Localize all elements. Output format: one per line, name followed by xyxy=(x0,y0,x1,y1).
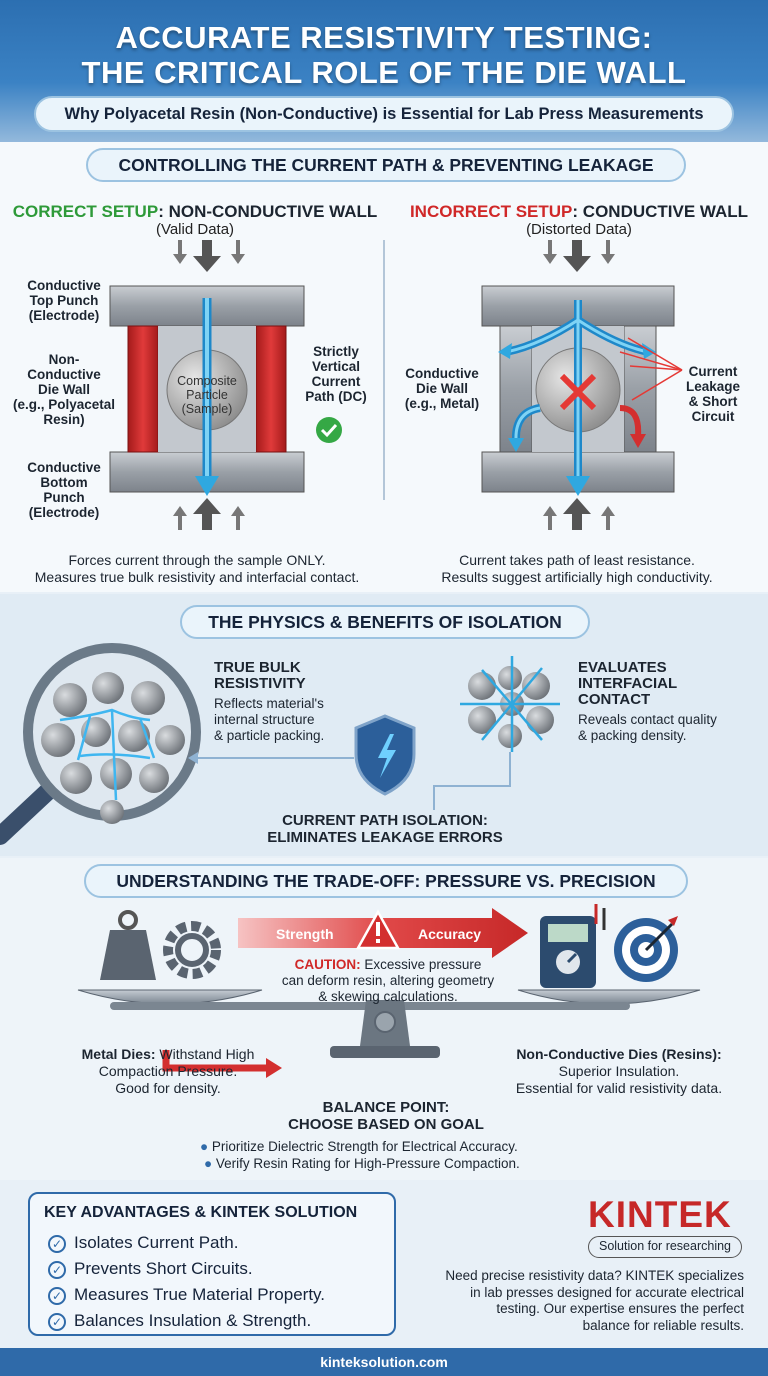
tradeoff-scale xyxy=(77,904,701,1078)
section2-heading: THE PHYSICS & BENEFITS OF ISOLATION xyxy=(180,605,590,639)
bullet-item: ● Verify Resin Rating for High-Pressure … xyxy=(204,1156,520,1171)
shield-icon xyxy=(354,714,416,796)
correct-die-diagram xyxy=(109,240,342,530)
incorrect-caption: Current takes path of least resistance.R… xyxy=(441,552,713,585)
multimeter-icon xyxy=(540,904,606,988)
incorrect-setup-title: INCORRECT SETUP: CONDUCTIVE WALL xyxy=(409,202,749,221)
check-icon: ✓ xyxy=(48,1286,66,1305)
particle-contact-icon xyxy=(460,656,560,752)
check-icon: ✓ xyxy=(48,1312,66,1331)
isolation-illustrations xyxy=(0,643,560,845)
label-top-punch: Conductive Top Punch (Electrode) xyxy=(27,278,101,323)
kintek-logo: KINTEK xyxy=(588,1194,732,1235)
weight-icon xyxy=(100,910,156,980)
page-subtitle: Why Polyacetal Resin (Non-Conductive) is… xyxy=(34,96,734,132)
page-title-line2: THE CRITICAL ROLE OF THE DIE WALL xyxy=(81,55,687,90)
label-nonconductive-wall: Non- Conductive Die Wall (e.g., Polyacet… xyxy=(12,352,116,427)
label-sample: Composite Particle (Sample) xyxy=(177,374,237,416)
die-diagrams xyxy=(109,240,683,530)
correct-setup-title: CORRECT SETUP: NON-CONDUCTIVE WALL xyxy=(12,202,378,221)
advantage-item: ✓Balances Insulation & Strength. xyxy=(48,1308,325,1334)
check-icon: ✓ xyxy=(48,1234,66,1253)
advantage-item: ✓Prevents Short Circuits. xyxy=(48,1256,325,1282)
interfacial-contact-text: Reveals contact quality & packing densit… xyxy=(578,712,717,743)
correct-caption: Forces current through the sample ONLY.M… xyxy=(34,552,360,585)
resin-dies-text: Non-Conductive Dies (Resins):Superior In… xyxy=(515,1046,723,1096)
footer-url[interactable]: kinteksolution.com xyxy=(0,1348,768,1376)
page-title-line1: ACCURATE RESISTIVITY TESTING: xyxy=(115,20,653,55)
check-icon: ✓ xyxy=(48,1260,66,1279)
incorrect-die-diagram xyxy=(481,240,683,530)
label-vertical-path: Strictly Vertical Current Path (DC) xyxy=(305,344,367,404)
balance-point: BALANCE POINT:CHOOSE BASED ON GOAL xyxy=(288,1099,484,1133)
advantages-title: KEY ADVANTAGES & KINTEK SOLUTION xyxy=(44,1204,358,1221)
magnifier-icon xyxy=(0,643,201,845)
correct-setup-subtitle: (Valid Data) xyxy=(155,221,235,238)
advantage-item: ✓Measures True Material Property. xyxy=(48,1282,325,1308)
incorrect-setup-subtitle: (Distorted Data) xyxy=(526,221,632,238)
advantages-list: ✓Isolates Current Path. ✓Prevents Short … xyxy=(48,1230,325,1334)
interfacial-contact-title: EVALUATES INTERFACIAL CONTACT xyxy=(578,659,678,708)
advantage-item: ✓Isolates Current Path. xyxy=(48,1230,325,1256)
tradeoff-bullets: ● Prioritize Dielectric Strength for Ele… xyxy=(200,1138,580,1172)
section3-heading: UNDERSTANDING THE TRADE-OFF: PRESSURE VS… xyxy=(84,864,688,898)
bulk-resistivity-title: TRUE BULK RESISTIVITY xyxy=(214,659,306,692)
gear-icon xyxy=(163,921,221,979)
arrow-label-strength: Strength xyxy=(276,926,334,942)
key-advantages-box xyxy=(28,1192,396,1336)
section1-heading: CONTROLLING THE CURRENT PATH & PREVENTIN… xyxy=(86,148,686,182)
kintek-pitch: Need precise resistivity data? KINTEK sp… xyxy=(445,1268,744,1333)
label-leakage: Current Leakage & Short Circuit xyxy=(685,364,741,424)
label-conductive-wall: Conductive Die Wall (e.g., Metal) xyxy=(404,366,480,411)
isolation-caption: CURRENT PATH ISOLATION:ELIMINATES LEAKAG… xyxy=(267,812,503,846)
bullet-item: ● Prioritize Dielectric Strength for Ele… xyxy=(200,1139,518,1154)
arrow-label-accuracy: Accuracy xyxy=(418,926,482,942)
kintek-tagline: Solution for researching xyxy=(588,1236,742,1258)
target-icon xyxy=(614,916,678,982)
label-bottom-punch: Conductive Bottom Punch (Electrode) xyxy=(27,460,101,520)
bulk-resistivity-text: Reflects material's internal structure &… xyxy=(214,696,325,743)
